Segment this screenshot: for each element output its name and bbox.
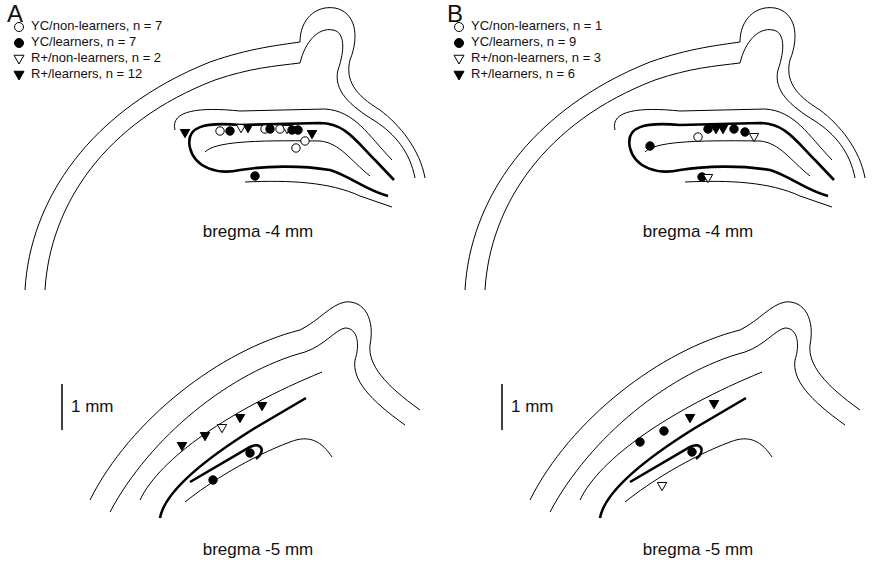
cell-layer <box>630 445 702 482</box>
legend-text: YC/learners, n = 9 <box>470 35 577 50</box>
legend-text: R+/non-learners, n = 2 <box>30 51 162 66</box>
electrode-circle <box>455 39 464 48</box>
scale-label: 1 mm <box>70 397 115 417</box>
legend-text: YC/non-learners, n = 1 <box>470 19 603 34</box>
cell-layer <box>190 445 262 482</box>
section-label: bregma -5 mm <box>202 540 315 560</box>
legend-symbol <box>452 68 466 82</box>
electrode-circle <box>292 144 300 152</box>
electrode-circle <box>741 128 749 136</box>
section-outline <box>685 181 832 207</box>
electrode-circle <box>209 476 217 484</box>
section-outline <box>140 372 322 500</box>
electrode-circle <box>704 125 712 133</box>
electrode-triangle <box>177 442 186 450</box>
electrode-triangle <box>709 400 718 408</box>
electrode-triangle <box>454 55 464 64</box>
electrode-circle <box>455 23 464 32</box>
section-outline <box>90 302 420 500</box>
legend-text: R+/learners, n = 12 <box>30 67 143 82</box>
electrode-triangle <box>14 71 24 80</box>
legend-text: R+/non-learners, n = 3 <box>470 51 602 66</box>
cell-layer <box>630 148 828 196</box>
legend-symbol <box>12 68 26 82</box>
cell-layer <box>600 398 746 518</box>
electrode-triangle <box>257 402 266 410</box>
electrode-circle <box>15 39 24 48</box>
electrode-triangle <box>200 432 209 440</box>
electrode-triangle <box>657 482 666 490</box>
electrode-circle <box>636 438 644 446</box>
electrode-circle <box>294 126 302 134</box>
section-outline <box>625 439 772 502</box>
electrode-circle <box>266 125 274 133</box>
scale-label: 1 mm <box>510 397 555 417</box>
electrode-triangle <box>703 174 712 182</box>
section-outline <box>25 8 425 290</box>
electrode-triangle <box>14 55 24 64</box>
cell-layer <box>190 148 388 196</box>
cell-layer <box>160 398 306 518</box>
legend-symbol <box>452 36 466 50</box>
electrode-circle <box>688 448 696 456</box>
section-outline <box>465 8 865 290</box>
electrode-triangle <box>454 71 464 80</box>
legend-symbol <box>452 52 466 66</box>
section-panel <box>25 8 425 518</box>
legend-text: YC/learners, n = 7 <box>30 35 137 50</box>
electrode-circle <box>660 427 668 435</box>
section-label: bregma -4 mm <box>202 222 315 242</box>
legend-text: R+/learners, n = 6 <box>470 67 576 82</box>
section-panel <box>465 8 865 518</box>
electrode-triangle <box>217 424 226 432</box>
section-outline <box>185 439 332 502</box>
legend-symbol <box>12 20 26 34</box>
electrode-triangle <box>749 133 758 141</box>
section-label: bregma -5 mm <box>642 540 755 560</box>
section-outline <box>174 109 392 160</box>
electrode-triangle <box>180 129 189 137</box>
electrode-triangle <box>685 414 694 422</box>
electrode-triangle <box>243 124 252 132</box>
electrode-circle <box>301 137 309 145</box>
section-outline <box>245 181 392 207</box>
legend-symbol <box>12 36 26 50</box>
section-outline <box>550 328 845 512</box>
electrode-circle <box>251 172 259 180</box>
electrode-circle <box>646 142 654 150</box>
electrode-triangle <box>235 414 244 422</box>
electrode-triangle <box>307 130 316 138</box>
electrode-triangle <box>718 125 727 133</box>
scale-bar <box>61 384 63 430</box>
electrode-circle <box>694 133 702 141</box>
section-outline <box>580 372 762 500</box>
electrode-circle <box>730 125 738 133</box>
scale-bar <box>501 384 503 430</box>
legend-text: YC/non-learners, n = 7 <box>30 19 163 34</box>
legend-symbol <box>12 52 26 66</box>
legend-symbol <box>452 20 466 34</box>
section-outline <box>614 109 832 160</box>
electrode-circle <box>246 449 254 457</box>
electrode-circle <box>216 127 224 135</box>
section-label: bregma -4 mm <box>642 222 755 242</box>
section-outline <box>110 328 405 512</box>
electrode-circle <box>226 127 234 135</box>
section-outline <box>530 302 860 500</box>
electrode-circle <box>15 23 24 32</box>
